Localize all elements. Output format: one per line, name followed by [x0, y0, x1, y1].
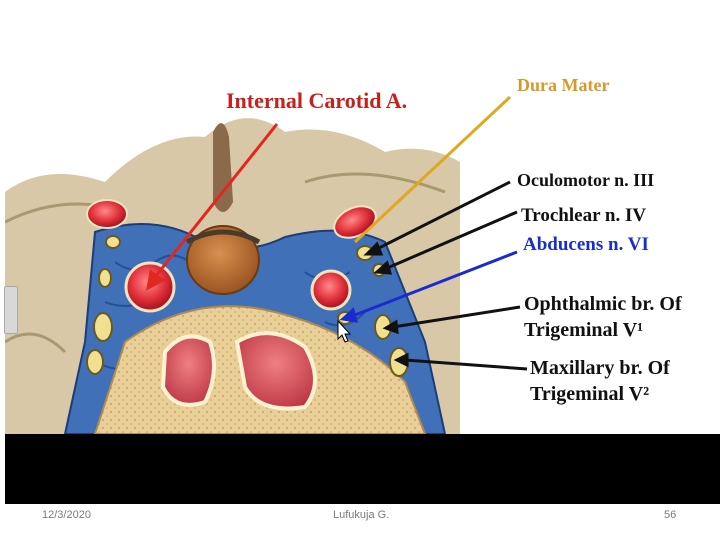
anatomy-image: Internal Carotid A. Dura Mater Oculomoto…: [5, 42, 720, 504]
label-internal-carotid: Internal Carotid A.: [226, 88, 407, 114]
sphenoid-sinus-left: [163, 336, 214, 404]
label-oculomotor: Oculomotor n. III: [517, 170, 654, 191]
label-ophthalmic-line1: Ophthalmic br. Of: [524, 293, 682, 316]
footer-author: Lufukuja G.: [333, 509, 389, 521]
video-black-bar: [5, 434, 720, 504]
footer-page-number: 56: [664, 509, 676, 521]
label-maxillary-line2: Trigeminal V²: [530, 383, 649, 406]
label-trochlear: Trochlear n. IV: [521, 205, 646, 227]
side-panel-tab[interactable]: [4, 286, 18, 334]
label-dura-mater: Dura Mater: [517, 75, 609, 96]
internal-carotid-right: [312, 271, 350, 309]
label-maxillary-line1: Maxillary br. Of: [530, 357, 670, 380]
label-abducens: Abducens n. VI: [523, 234, 649, 256]
label-ophthalmic-line2: Trigeminal V¹: [524, 319, 643, 342]
footer-date: 12/3/2020: [42, 509, 91, 521]
